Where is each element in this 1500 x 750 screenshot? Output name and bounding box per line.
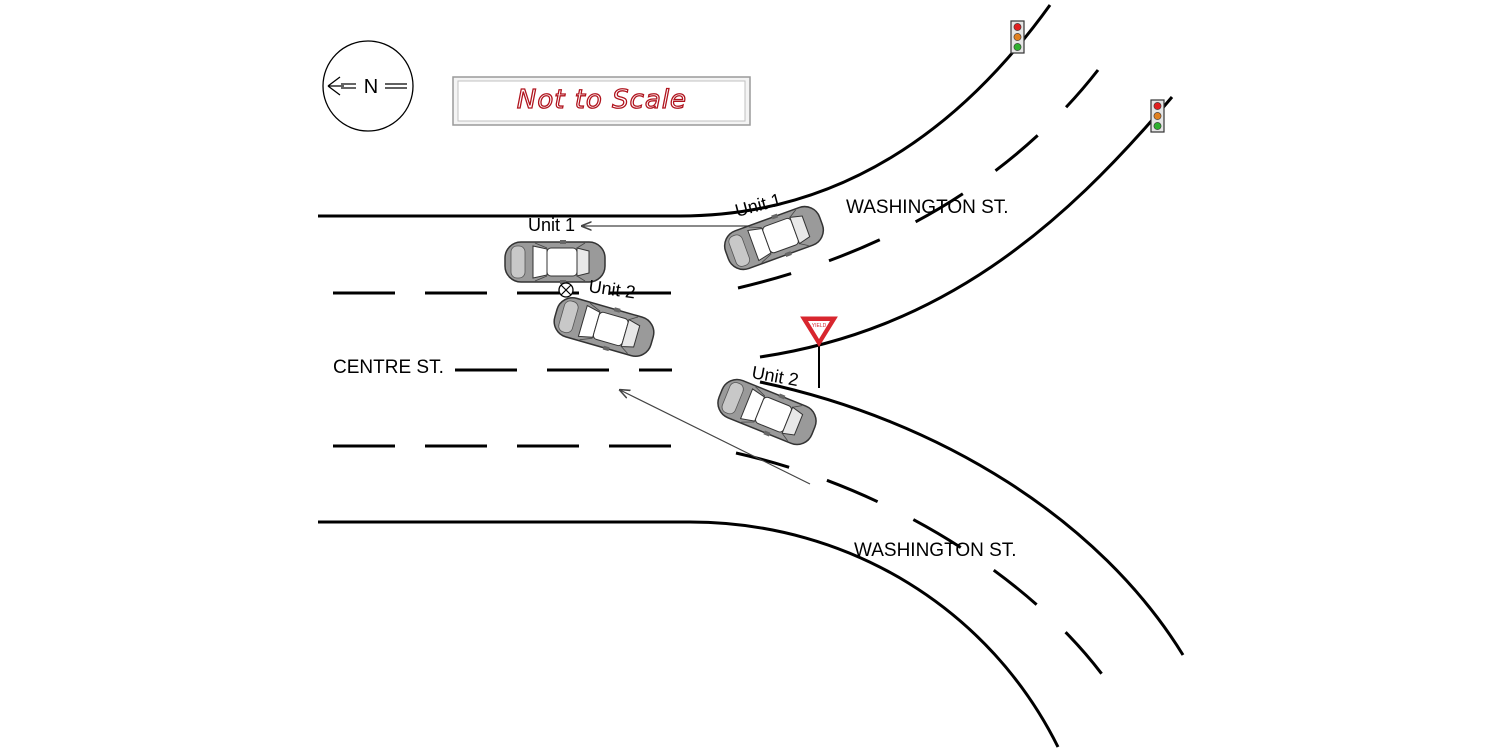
road-edges xyxy=(318,4,1185,748)
washington-st-north-label: WASHINGTON ST. xyxy=(846,197,1009,218)
lane-line-washington-south xyxy=(735,451,1122,701)
lane-line-washington-north xyxy=(737,69,1100,290)
yield-sign-text: YIELD xyxy=(812,323,827,329)
not-to-scale-note: Not to Scale xyxy=(452,76,751,126)
compass-north-label: N xyxy=(364,76,378,98)
traffic-light-1 xyxy=(1010,20,1025,54)
lane-markings xyxy=(333,69,1122,701)
unit2-vehicle-final xyxy=(549,291,659,363)
unit2-end-label: Unit 2 xyxy=(587,276,636,302)
washington-st-south-label: WASHINGTON ST. xyxy=(854,540,1017,561)
centre-washington-north-edge xyxy=(318,4,1052,218)
unit1-end-label: Unit 1 xyxy=(528,215,575,235)
point-of-impact-icon xyxy=(558,282,574,298)
centre-washington-south-edge xyxy=(318,520,1060,748)
centre-st-label: CENTRE ST. xyxy=(333,357,444,378)
north-arrow-icon xyxy=(327,76,344,96)
yield-sign: YIELD xyxy=(800,316,838,388)
not-to-scale-text: Not to Scale xyxy=(517,85,687,115)
washington-inner-edge-north xyxy=(759,96,1174,359)
traffic-light-2 xyxy=(1150,99,1165,133)
washington-inner-edge-south xyxy=(759,380,1185,656)
north-compass: N xyxy=(322,40,414,132)
unit2-path-arrow xyxy=(620,390,811,485)
